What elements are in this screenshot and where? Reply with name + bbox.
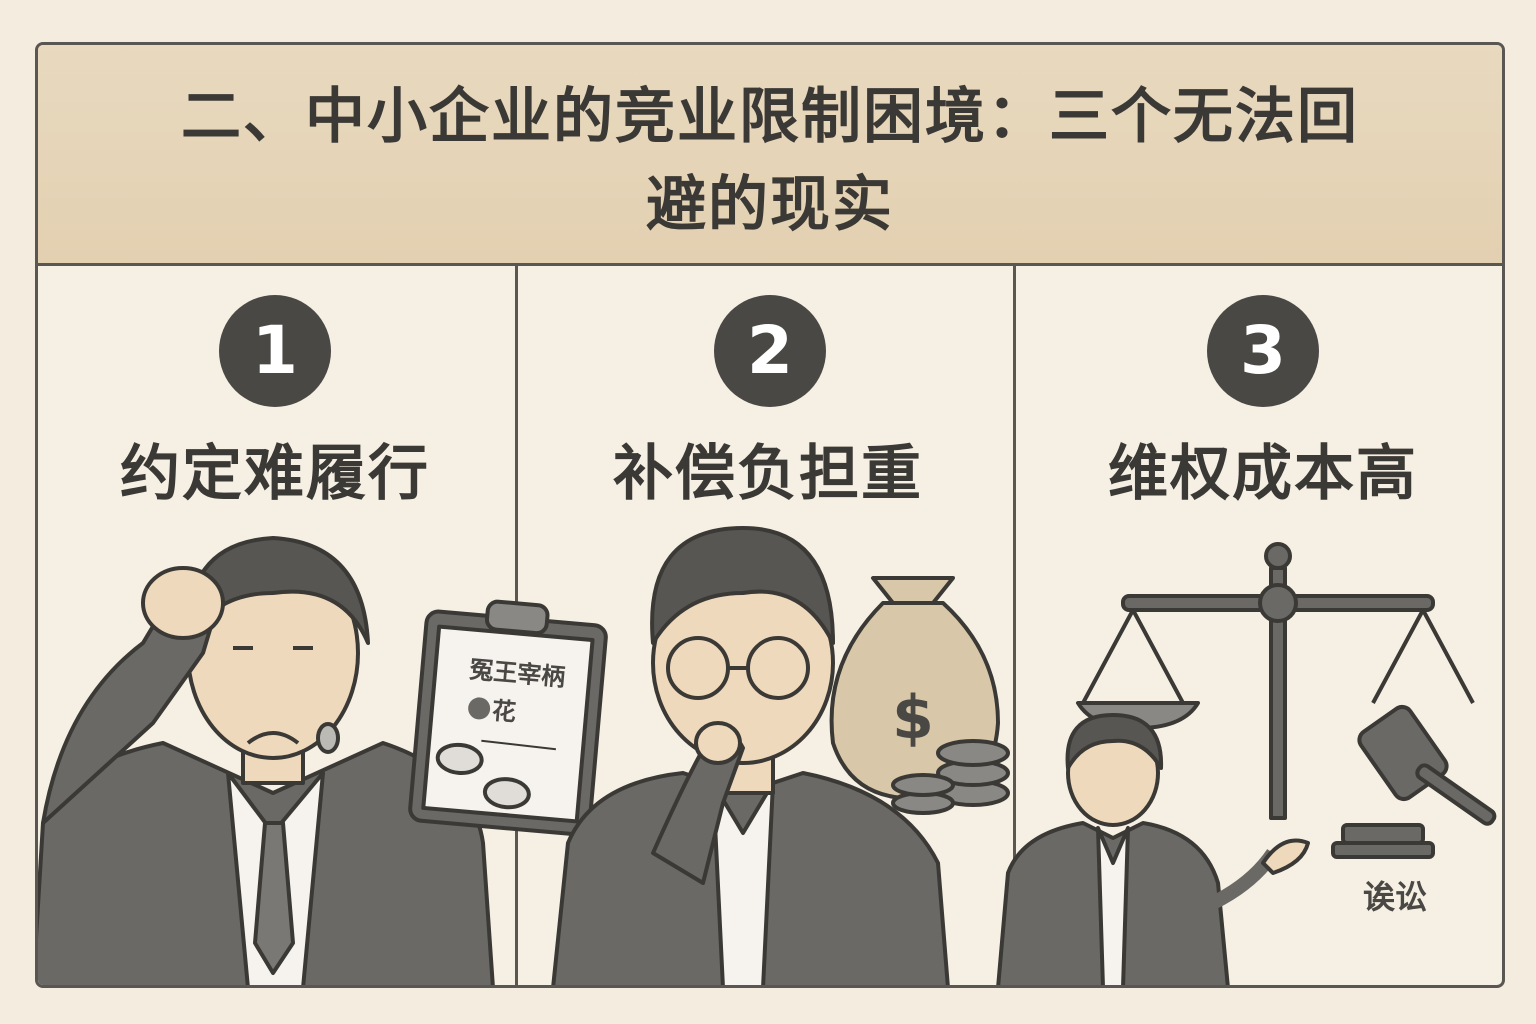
header-banner: 二、中小企业的竞业限制困境：三个无法回 避的现实 [38,45,1502,266]
man-with-glasses-illustration [551,526,950,985]
page-title: 二、中小企业的竞业限制困境：三个无法回 避的现实 [78,73,1462,249]
coin-stack-icon [891,739,1010,815]
panel-3-label: 维权成本高 [1108,439,1418,509]
dollar-sign: $ [892,683,934,753]
title-line-2: 避的现实 [646,170,894,240]
infographic-frame: 二、中小企业的竞业限制困境：三个无法回 避的现实 1 2 3 约定难履行 补偿负… [35,42,1505,988]
panel-1-number-badge: 1 [219,295,331,407]
clipboard-icon [408,599,608,837]
panel-divider [1013,263,1016,985]
svg-text:花: 花 [491,697,517,727]
illustrations: $ 诶讼 [38,526,1497,985]
panel-1-label: 约定难履行 [120,439,430,509]
small-man-illustration [996,713,1310,985]
lawsuit-caption: 诶讼 [1363,878,1427,916]
panel-2-label: 补偿负担重 [613,439,923,509]
clipboard-text: 冤王宰柄 花 [468,655,566,727]
worried-man-illustration [38,536,495,985]
title-line-1: 二、中小企业的竞业限制困境：三个无法回 [181,82,1359,152]
gavel-icon [1331,704,1497,859]
panel-3-number-badge: 3 [1207,295,1319,407]
panel-2-number-badge: 2 [714,295,826,407]
